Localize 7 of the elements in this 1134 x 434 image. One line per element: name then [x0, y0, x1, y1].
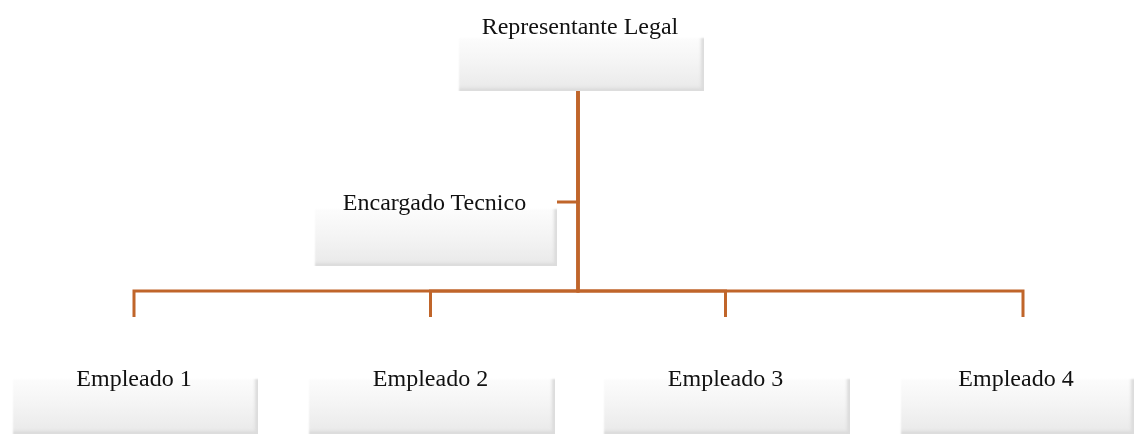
box-label: Encargado Tecnico: [342, 188, 527, 216]
box-label: Representante Legal: [481, 12, 679, 40]
box-label: Empleado 3: [667, 364, 784, 392]
connector-line: [576, 91, 1025, 317]
box-label: Empleado 1: [76, 364, 192, 392]
box-label: Empleado 4: [958, 364, 1074, 392]
box-label: Empleado 2: [372, 364, 489, 392]
